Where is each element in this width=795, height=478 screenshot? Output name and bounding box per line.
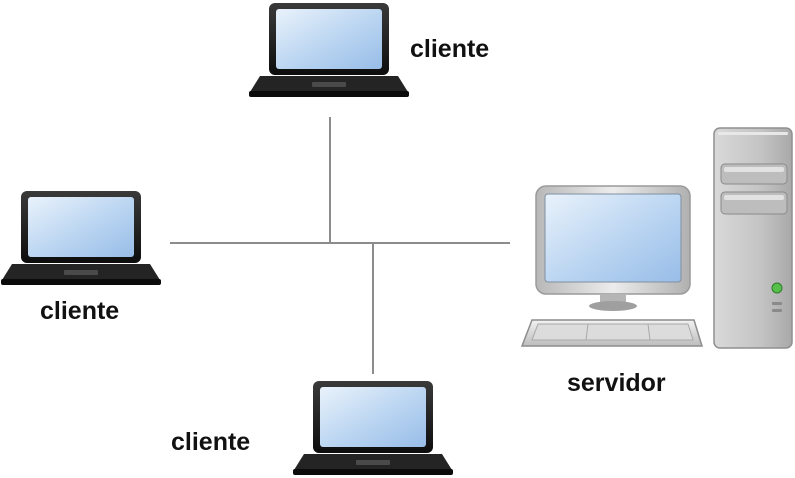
network-backbone (170, 242, 510, 244)
client-bottom-node[interactable] (292, 380, 454, 476)
link-top-client (329, 117, 331, 244)
client-top-node[interactable] (248, 2, 410, 98)
desktop-computer-icon (520, 127, 793, 349)
client-bottom-label: cliente (171, 428, 251, 456)
link-bottom-client (372, 244, 374, 374)
server-monitor (535, 185, 691, 311)
laptop-icon (1, 191, 161, 285)
server-label: servidor (567, 369, 666, 397)
laptop-icon (293, 381, 453, 475)
server-keyboard (520, 319, 704, 347)
client-left-node[interactable] (0, 190, 162, 286)
client-top-label: cliente (410, 35, 490, 63)
server-tower (713, 127, 793, 349)
laptop-icon (249, 3, 409, 97)
server-node[interactable] (518, 126, 794, 354)
client-left-label: cliente (40, 297, 120, 325)
